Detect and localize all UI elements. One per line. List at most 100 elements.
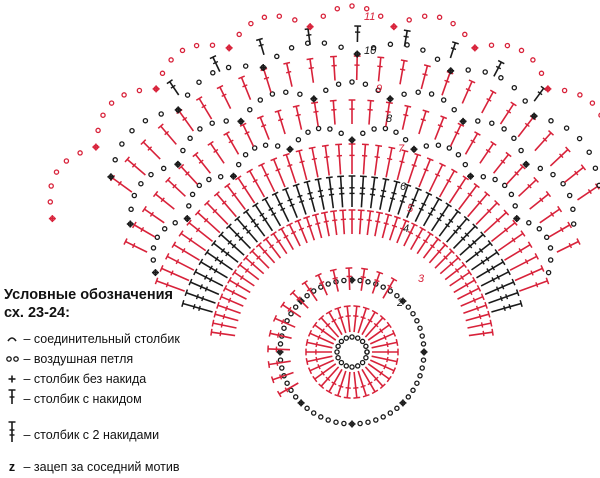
stitch-top — [505, 151, 512, 158]
stitch-bar — [263, 76, 270, 80]
chain-stitch — [292, 394, 299, 400]
stitch-top — [404, 104, 412, 108]
stitch-top — [439, 162, 446, 167]
stitch-top — [390, 276, 398, 282]
stitch — [265, 238, 282, 259]
stitch-bar — [231, 289, 236, 296]
chain-stitch — [196, 79, 202, 85]
stitch — [480, 271, 510, 287]
row-number: 2 — [396, 297, 403, 309]
stitch-top — [320, 211, 328, 215]
stitch — [180, 232, 207, 252]
stitch — [249, 170, 266, 198]
stitch — [468, 331, 493, 337]
chain-stitch — [236, 31, 242, 38]
stitch-bar — [317, 364, 321, 370]
stitch-bar — [198, 305, 201, 311]
chain-stitch — [261, 14, 268, 21]
stitch-top — [490, 140, 497, 146]
stitch-bar — [212, 60, 219, 65]
stitch — [155, 193, 175, 210]
chain-stitch — [343, 335, 350, 341]
stitch-top — [353, 396, 361, 399]
stitch — [357, 370, 367, 396]
stitch-bar — [411, 164, 417, 167]
legend-symbols — [6, 337, 19, 442]
stitch — [297, 220, 308, 244]
stitch-bar — [315, 356, 318, 363]
stitch-top — [404, 183, 412, 187]
stitch-bar — [460, 275, 465, 281]
stitch-bar — [518, 248, 523, 254]
stitch — [369, 177, 376, 209]
stitch-top — [334, 393, 342, 398]
stitch-top — [219, 293, 224, 301]
stitch — [360, 268, 366, 291]
stitch-top — [382, 177, 390, 181]
stitch-bar — [403, 113, 409, 117]
stitch-top — [159, 265, 164, 272]
stitch-bar — [258, 43, 264, 47]
stitch — [439, 257, 459, 275]
stitch-bar — [374, 279, 380, 283]
chain-stitch — [387, 41, 394, 48]
row-number: 8 — [386, 113, 393, 125]
chain-stitch — [180, 147, 186, 154]
chain-stitch — [274, 143, 281, 149]
stitch — [217, 304, 241, 314]
chain-stitch — [465, 67, 471, 73]
legend-label: столбик с 2 накидами — [33, 428, 160, 442]
stitch — [143, 208, 165, 224]
chain-stitch — [480, 173, 487, 180]
stitch — [388, 181, 398, 213]
chain-stitch — [281, 325, 287, 331]
stitch-top — [234, 175, 242, 181]
stitch-bar — [331, 318, 337, 323]
stitch-top — [270, 157, 278, 162]
stitch-bar — [391, 224, 398, 228]
stitch — [225, 133, 240, 155]
stitch-bar — [373, 376, 379, 382]
stitch-bar — [464, 232, 470, 238]
stitch — [324, 145, 330, 176]
stitch — [197, 211, 221, 234]
stitch-top — [567, 221, 573, 229]
chain-stitch — [589, 100, 596, 106]
chain-stitch — [320, 13, 327, 19]
stitch-top — [371, 309, 379, 315]
chain-stitch — [359, 338, 366, 345]
stitch-bar — [222, 313, 226, 320]
stitch-bar — [277, 118, 284, 122]
stitch-bar — [399, 68, 406, 71]
stitch-bar — [220, 322, 224, 328]
chain-stitch — [428, 91, 435, 97]
stitch-top — [520, 230, 526, 237]
stitch-bar — [437, 124, 444, 128]
stitch-top — [361, 267, 369, 271]
stitch — [434, 117, 445, 140]
chain-stitch — [354, 363, 361, 369]
stitch-top — [268, 329, 272, 337]
stitch-bar — [478, 247, 484, 253]
stitch — [467, 322, 492, 329]
stitch — [188, 222, 213, 243]
stitch-top — [204, 249, 210, 256]
stitch-bar — [269, 244, 275, 249]
stitch — [328, 177, 335, 209]
stitch-top — [454, 208, 462, 215]
stitch-top — [375, 144, 383, 147]
chain-stitch — [197, 126, 203, 132]
stitch — [388, 217, 399, 241]
chain-stitch — [511, 135, 517, 142]
stitch-bar — [495, 217, 501, 223]
stitch — [156, 280, 185, 292]
stitch-top — [312, 213, 319, 217]
chain-stitch — [334, 5, 341, 12]
stitch-top — [195, 96, 203, 101]
chain-stitch — [440, 97, 447, 103]
chain-stitch — [410, 387, 416, 394]
stitch-top — [242, 254, 249, 261]
stitch-top — [213, 310, 217, 318]
stitch-top — [462, 175, 470, 181]
